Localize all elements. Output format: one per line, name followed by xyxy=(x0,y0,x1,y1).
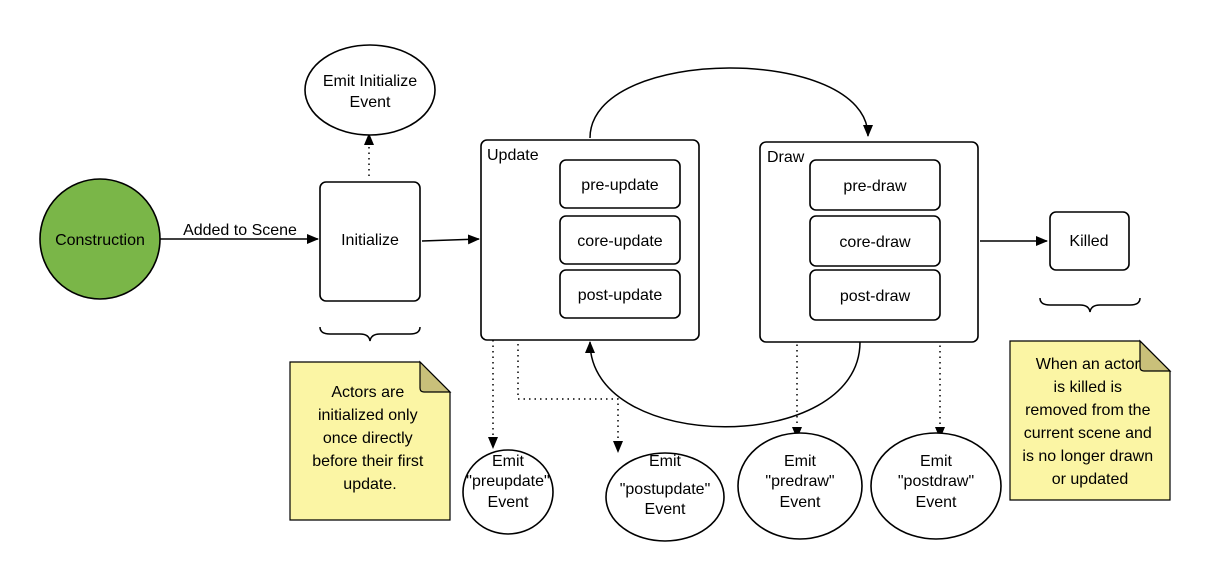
core-update-node: core-update xyxy=(559,215,681,265)
emit-predraw-line-2: "predraw" xyxy=(765,473,834,490)
edge-label-added-to-scene: Added to Scene xyxy=(183,222,297,239)
initialize-node: Initialize xyxy=(319,181,421,302)
killed-label: Killed xyxy=(1069,233,1108,250)
arrowhead-postupdate-event xyxy=(613,441,623,453)
edge-initialize-to-update xyxy=(421,234,480,245)
core-update-label: core-update xyxy=(577,233,662,250)
emit-initialize-line-2: Event xyxy=(350,94,391,111)
emit-preupdate-event: Emit "preupdate" Event xyxy=(462,449,554,535)
draw-group-label: Draw xyxy=(767,149,805,166)
initialize-note: Actors are initialized only once directl… xyxy=(289,360,452,521)
emit-postupdate-line-3: Event xyxy=(645,501,686,518)
arrowhead-preupdate-event xyxy=(488,437,498,449)
killed-node: Killed xyxy=(1049,211,1130,271)
post-draw-node: post-draw xyxy=(809,269,941,321)
construction-label: Construction xyxy=(55,232,145,249)
post-update-node: post-update xyxy=(559,269,681,319)
emit-predraw-line-3: Event xyxy=(780,494,821,511)
emit-postupdate-line-2: "postupdate" xyxy=(620,481,711,498)
core-draw-node: core-draw xyxy=(809,215,941,267)
emit-postdraw-line-2: "postdraw" xyxy=(898,473,974,490)
edge-update-to-draw xyxy=(589,67,873,139)
update-group-label: Update xyxy=(487,147,539,164)
arrowhead-initialize-event xyxy=(364,133,374,145)
core-draw-label: core-draw xyxy=(839,234,911,251)
edge-postupdate-to-event xyxy=(517,293,619,442)
pre-draw-node: pre-draw xyxy=(809,159,941,211)
killed-note-text: When an actor is killed is removed from … xyxy=(1022,356,1157,488)
emit-postdraw-line-1: Emit xyxy=(920,453,953,470)
emit-preupdate-line-3: Event xyxy=(488,494,529,511)
initialize-note-text: Actors are initialized only once directl… xyxy=(312,384,428,493)
edges: Added to Scene xyxy=(160,67,1048,453)
pre-update-node: pre-update xyxy=(559,159,681,209)
draw-group: Draw pre-draw core-draw post-draw xyxy=(759,141,979,343)
emit-predraw-line-1: Emit xyxy=(784,453,817,470)
update-group: Update pre-update core-update post-updat… xyxy=(480,139,700,341)
emit-initialize-event: Emit Initialize Event xyxy=(304,44,436,136)
emit-postdraw-line-3: Event xyxy=(916,494,957,511)
emit-predraw-event: Emit "predraw" Event xyxy=(737,432,863,540)
post-draw-label: post-draw xyxy=(840,288,911,305)
pre-draw-label: pre-draw xyxy=(843,178,907,195)
pre-update-label: pre-update xyxy=(581,177,658,194)
emit-initialize-line-1: Emit Initialize xyxy=(323,73,417,90)
emit-postupdate-event: Emit "postupdate" Event xyxy=(605,452,725,542)
construction-node: Construction xyxy=(39,178,161,300)
killed-note: When an actor is killed is removed from … xyxy=(1009,339,1172,501)
emit-postdraw-event: Emit "postdraw" Event xyxy=(870,432,1002,540)
emit-preupdate-line-2: "preupdate" xyxy=(466,473,549,490)
emit-preupdate-line-1: Emit xyxy=(492,453,525,470)
post-update-label: post-update xyxy=(578,287,663,304)
killed-brace xyxy=(1039,297,1141,313)
initialize-label: Initialize xyxy=(341,232,399,249)
edge-draw-to-update xyxy=(585,341,861,428)
emit-postupdate-line-1: Emit xyxy=(649,453,682,470)
initialize-brace xyxy=(319,326,421,342)
